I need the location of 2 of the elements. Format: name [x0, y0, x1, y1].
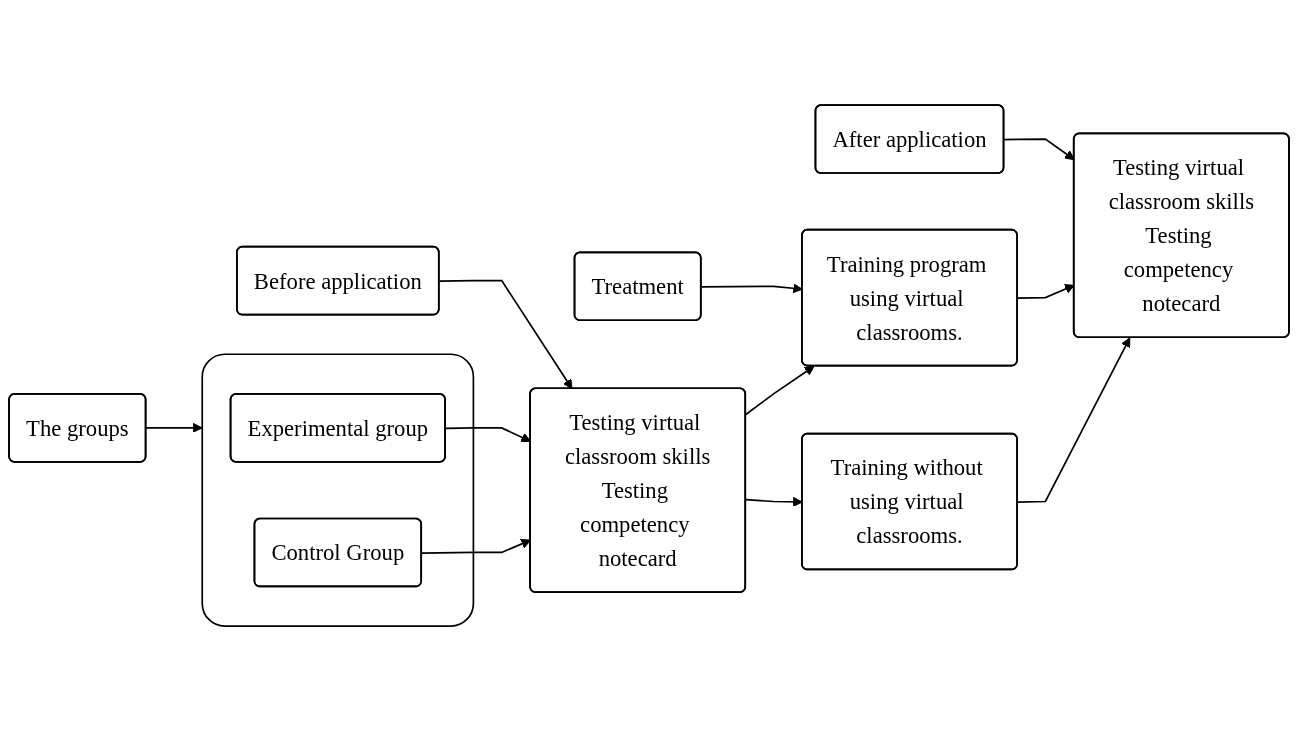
arrow [438, 279, 573, 390]
cluster [201, 353, 475, 627]
